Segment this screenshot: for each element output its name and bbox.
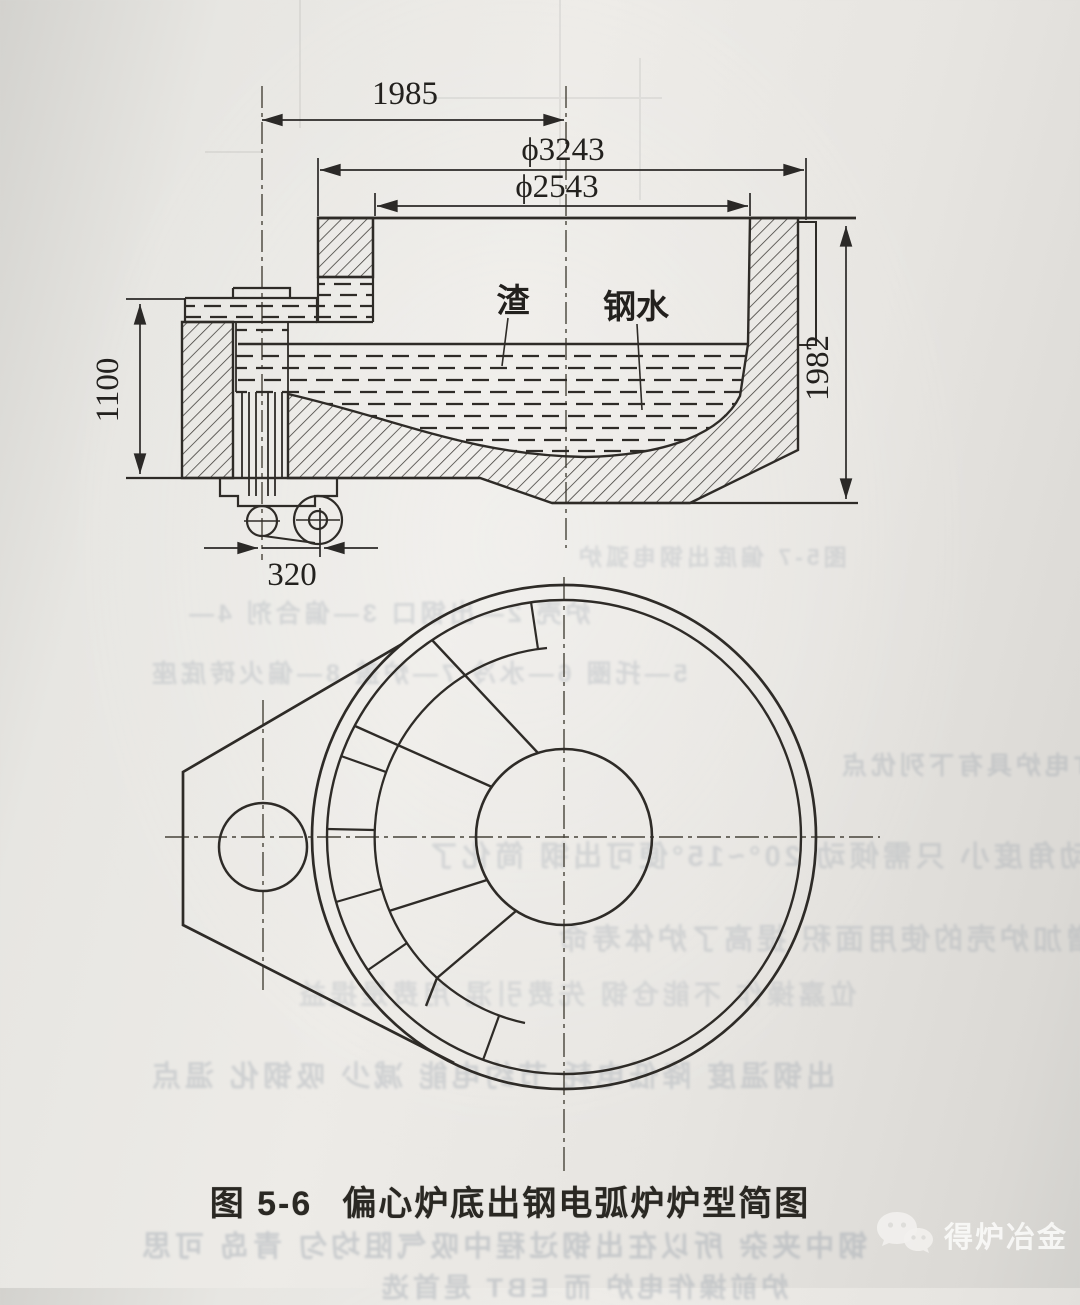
lining-arc [373, 646, 548, 1025]
ring-dividers [326, 601, 540, 1061]
figure-title: 偏心炉底出钢电弧炉炉型简图 [342, 1185, 811, 1223]
spout-plate [183, 218, 375, 324]
right-bracket [798, 221, 817, 346]
label-steel: 钢水 [603, 288, 670, 325]
figure-number: 图 5-6 [209, 1185, 313, 1223]
dimension-lines [126, 113, 853, 557]
dim-1100: 1100 [90, 358, 126, 423]
tap-channel [235, 322, 289, 496]
dim-1982: 1982 [800, 335, 836, 401]
label-leaders [501, 317, 643, 411]
figure-caption: 图 5-6 偏心炉底出钢电弧炉炉型简图 [160, 1176, 860, 1225]
dim-3243: ϕ3243 [521, 132, 604, 168]
dim-2543: ϕ2543 [515, 169, 598, 205]
dim-1985: 1985 [372, 76, 438, 112]
shell-outer-circle [310, 583, 818, 1091]
channel-wedges [354, 639, 539, 1007]
dim-320: 320 [267, 557, 317, 593]
bath-center-circle [474, 747, 654, 927]
watermark: 得炉冶金 [874, 1210, 1068, 1260]
liquid-dashes [185, 282, 748, 453]
section-view-texts: 1985 ϕ3243 ϕ2543 1100 1982 320 渣 钢水 [90, 76, 836, 593]
plan-view [165, 577, 880, 1172]
tap-hole-circle [217, 801, 309, 893]
label-slag: 渣 [497, 282, 531, 319]
watermark-text: 得炉冶金 [944, 1222, 1069, 1254]
shell-rim-circle [325, 598, 803, 1076]
spout-bay [181, 642, 455, 1065]
section-view [126, 86, 858, 560]
plan-centerlines [165, 577, 880, 1172]
wechat-icon [877, 1212, 933, 1253]
spout-flange [218, 476, 344, 546]
roller-large [292, 494, 344, 546]
